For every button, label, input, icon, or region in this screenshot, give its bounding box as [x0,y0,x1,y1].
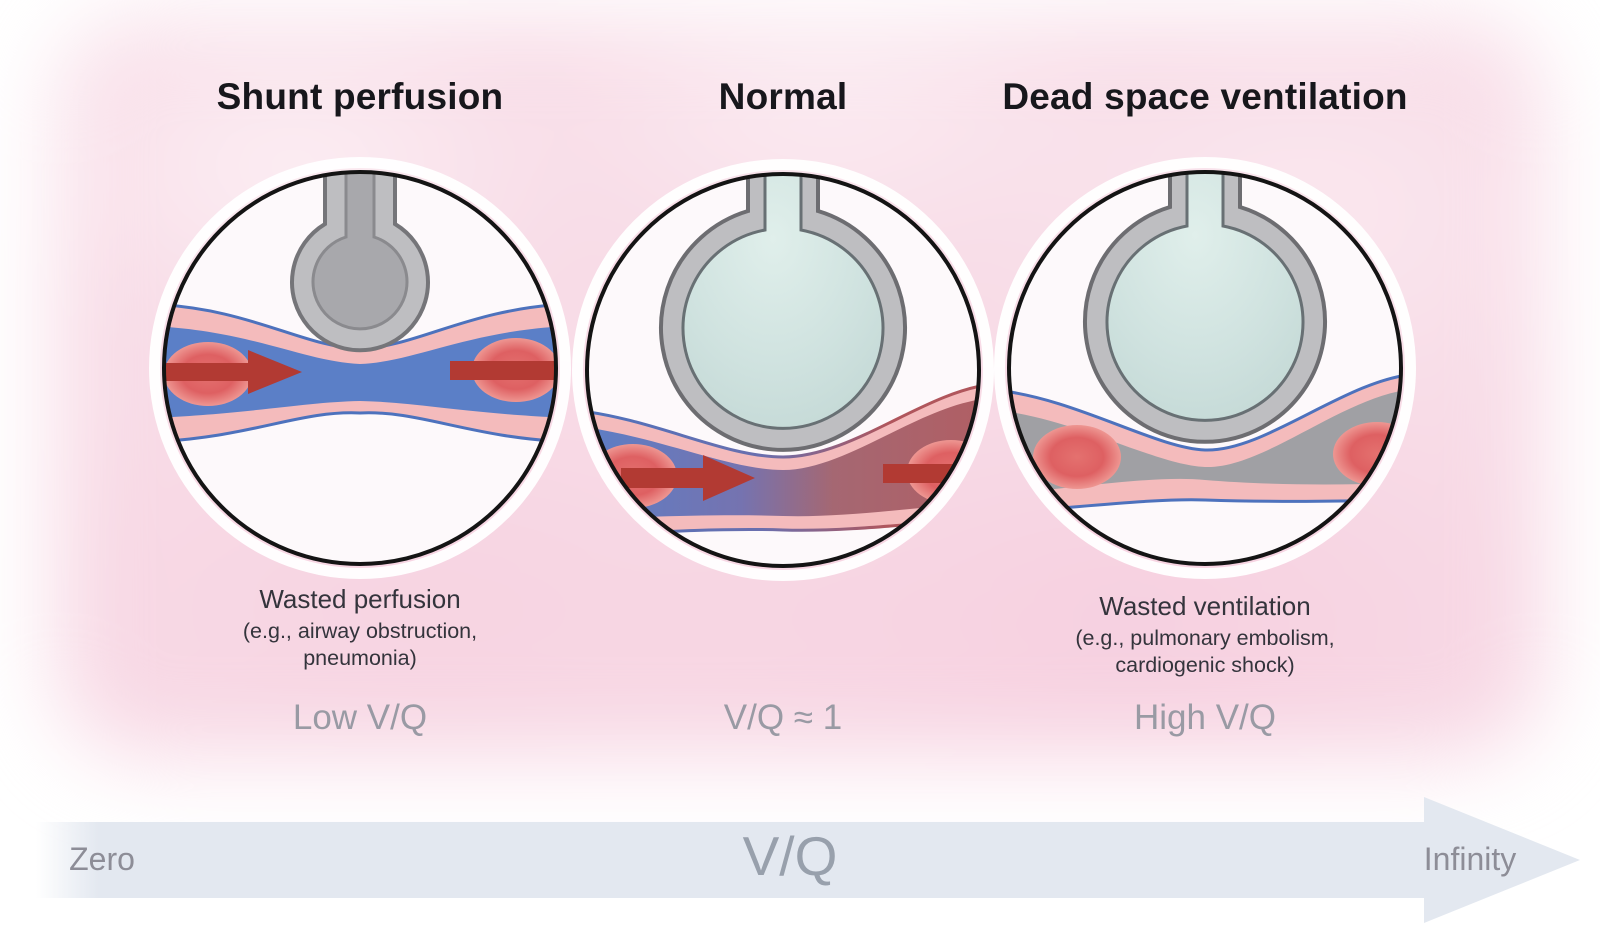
caption-example-line: (e.g., airway obstruction, [242,619,478,643]
caption-main-shunt: Wasted perfusion [259,584,461,614]
alveolus-air [681,174,885,430]
caption-main-dead-space: Wasted ventilation [1099,591,1311,621]
deoxygenated-blood [164,326,556,418]
vq-label-normal: V/Q ≈ 1 [723,698,843,737]
normal-illustration [583,170,983,570]
vq-axis-arrowhead-icon [1424,797,1580,923]
axis-label-zero: Zero [69,841,135,877]
flow-arrow-icon [621,455,755,501]
flow-arrow-icon [166,350,302,394]
panel-title-shunt: Shunt perfusion [216,76,504,117]
caption-example-line: pneumonia) [303,646,417,670]
shunt-perfusion-illustration [160,168,560,568]
panel-title-normal: Normal [718,76,848,117]
normal-illustration-svg [585,172,981,568]
unit-border [162,170,558,566]
caption-example-line: (e.g., pulmonary embolism, [1075,626,1335,650]
oxygenating-blood [587,398,979,520]
axis-title-vq: V/Q [742,825,838,887]
caption-shunt: Wasted perfusion (e.g., airway obstructi… [140,583,580,672]
unit-border [1007,170,1403,566]
shunt-illustration-svg [162,170,558,566]
panel-title-dead-space: Dead space ventilation [1002,76,1408,117]
unit-border [585,172,981,568]
flow-arrow-icon [450,361,556,380]
vq-label-low: Low V/Q [292,698,428,737]
caption-example-line: cardiogenic shock) [1115,653,1295,677]
red-blood-cell [1033,425,1121,489]
alveolus-air [1105,172,1305,422]
flow-arrow-icon [883,464,979,483]
vq-label-high: High V/Q [1134,698,1276,737]
caption-dead-space: Wasted ventilation (e.g., pulmonary embo… [985,590,1425,679]
axis-label-infinity: Infinity [1423,841,1517,877]
dead-space-illustration [1005,168,1405,568]
vq-axis-arrow-body [36,822,1424,898]
collapsed-alveolus-lumen [311,172,409,331]
dead-space-illustration-svg [1007,170,1403,566]
